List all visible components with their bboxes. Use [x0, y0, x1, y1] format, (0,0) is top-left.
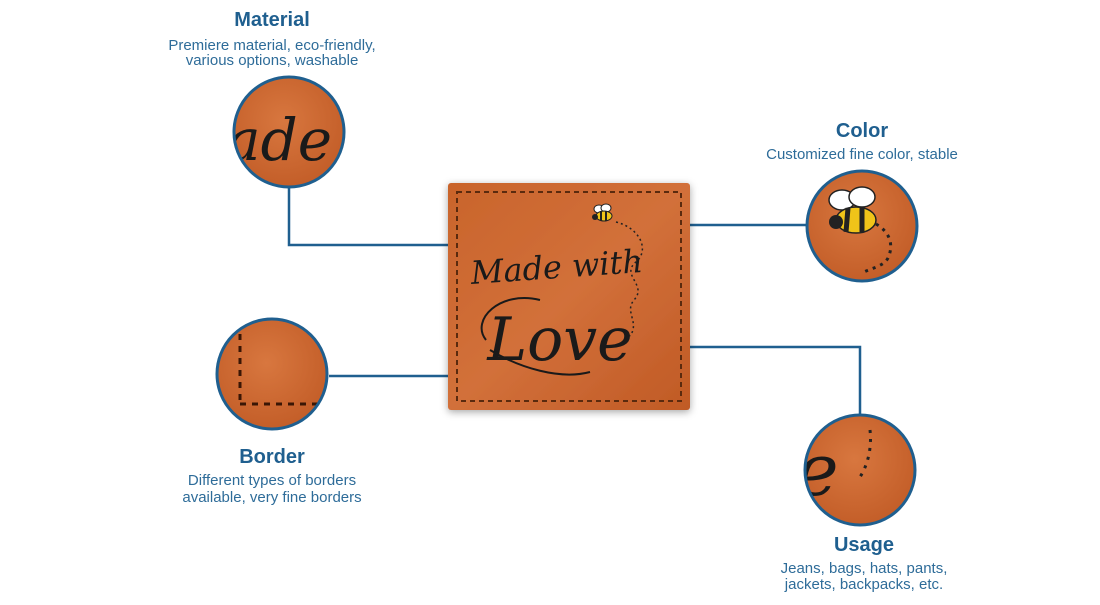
label-text-line2: Love: [486, 305, 632, 375]
usage-title: Usage: [833, 534, 895, 556]
material-title: Material: [234, 9, 310, 31]
usage-connector: [634, 345, 862, 416]
love-swash: [480, 297, 591, 376]
color-title: Color: [835, 120, 889, 142]
material-description-line2: various options, washable: [185, 52, 359, 69]
usage-zoom-circle: e: [796, 413, 917, 527]
material-connector: [287, 188, 512, 247]
border-title: Border: [239, 446, 305, 468]
bee-icon: [592, 203, 613, 222]
usage-description-line2: jackets, backpacks, etc.: [784, 576, 944, 593]
border-description-line2: available, very fine borders: [182, 489, 362, 506]
usage-description-line1: Jeans, bags, hats, pants,: [780, 560, 948, 577]
material-zoom-text: ade: [226, 106, 332, 174]
label-stitching: [456, 191, 682, 402]
material-description-line1: Premiere material, eco-friendly,: [168, 37, 376, 54]
usage-zoom-text: e: [796, 428, 839, 512]
color-zoom-circle: [805, 169, 919, 283]
material-zoom-circle: ade: [226, 75, 346, 189]
border-zoom-circle: [215, 317, 329, 431]
color-description-line1: Customized fine color, stable: [766, 146, 958, 163]
bee-zoom-icon: [828, 186, 893, 274]
border-description-line1: Different types of borders: [187, 472, 357, 489]
